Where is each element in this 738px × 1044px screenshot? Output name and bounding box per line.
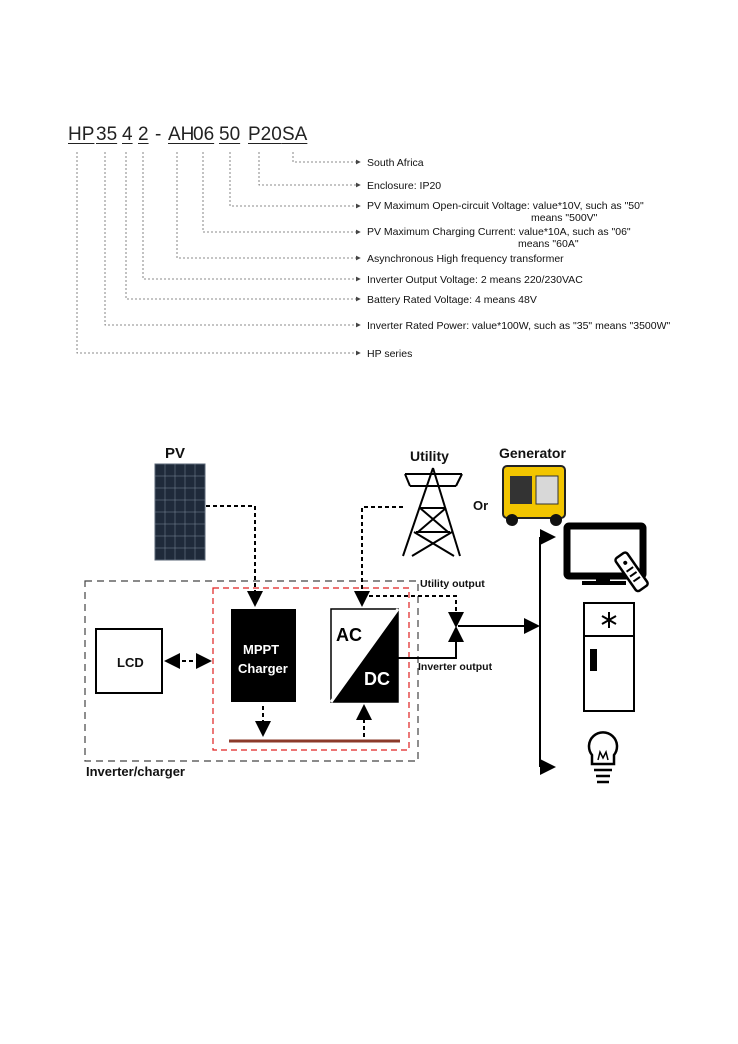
code-separator: -: [155, 124, 162, 145]
utility-tower-icon: [402, 467, 463, 557]
utility-output-label: Utility output: [420, 578, 485, 590]
legend-open-circuit-voltage: PV Maximum Open-circuit Voltage: value*1…: [367, 200, 644, 212]
light-bulb-icon: [587, 731, 619, 784]
or-label: Or: [473, 498, 489, 513]
code-part-transformer: AH: [168, 124, 195, 145]
connector-power: [104, 152, 361, 328]
code-part-open-circuit-voltage: 50: [219, 124, 241, 145]
legend-region: South Africa: [367, 157, 424, 169]
connector-enclosure: [258, 152, 361, 188]
mppt-box: [231, 609, 296, 702]
code-part-charging-current: 06: [193, 124, 215, 145]
lcd-box: [95, 628, 163, 694]
connector-hp: [76, 152, 361, 356]
legend-enclosure: Enclosure: IP20: [367, 180, 442, 192]
pv-to-mppt-line: [206, 505, 263, 607]
legend-transformer: Asynchronous High frequency transformer: [367, 253, 564, 265]
code-part-battery-voltage: 4: [122, 124, 133, 145]
code-part-region: SA: [282, 124, 308, 145]
legend-battery-voltage: Battery Rated Voltage: 4 means 48V: [367, 294, 537, 306]
connector-region: [292, 152, 361, 165]
utility-to-ac-line: [354, 506, 403, 607]
legend-output-voltage: Inverter Output Voltage: 2 means 220/230…: [367, 274, 583, 286]
inverter-charger-label: Inverter/charger: [86, 764, 185, 779]
connector-transformer: [176, 152, 361, 261]
utility-output-line: [362, 595, 464, 628]
legend-hp-series: HP series: [367, 348, 413, 360]
code-part-hp: HP: [68, 124, 95, 145]
lcd-label: LCD: [117, 655, 144, 670]
code-part-output-voltage: 2: [138, 124, 149, 145]
connector-battery-voltage: [125, 152, 361, 302]
charger-label: Charger: [238, 661, 288, 676]
connector-charging-current: [202, 152, 361, 235]
inverter-output-label: Inverter output: [418, 661, 493, 673]
power-module-box: [212, 587, 410, 751]
refrigerator-icon: [583, 602, 635, 712]
ac-label: AC: [336, 625, 362, 645]
pv-label: PV: [165, 445, 186, 462]
mppt-label: MPPT: [243, 642, 280, 657]
utility-label: Utility: [410, 448, 449, 464]
ac-dc-converter-box: [329, 608, 400, 703]
legend-power: Inverter Rated Power: value*100W, such a…: [367, 320, 671, 332]
legend-charging-current: PV Maximum Charging Current: value*10A, …: [367, 226, 631, 238]
inverter-charger-box: [84, 580, 419, 762]
generator-label: Generator: [499, 445, 566, 461]
dc-label: DC: [364, 669, 390, 689]
code-legend-connectors: [76, 152, 361, 356]
generator-icon: [502, 465, 566, 526]
code-part-enclosure: P20: [248, 124, 282, 145]
legend-charging-current-cont: means "60A": [518, 238, 579, 250]
code-part-power: 35: [96, 124, 118, 145]
tv-icon: [563, 522, 649, 593]
inverter-output-line: [398, 626, 464, 659]
legend-open-circuit-voltage-cont: means "500V": [531, 212, 598, 224]
solar-panel-icon: [154, 463, 206, 561]
connector-open-circuit-voltage: [229, 152, 361, 209]
